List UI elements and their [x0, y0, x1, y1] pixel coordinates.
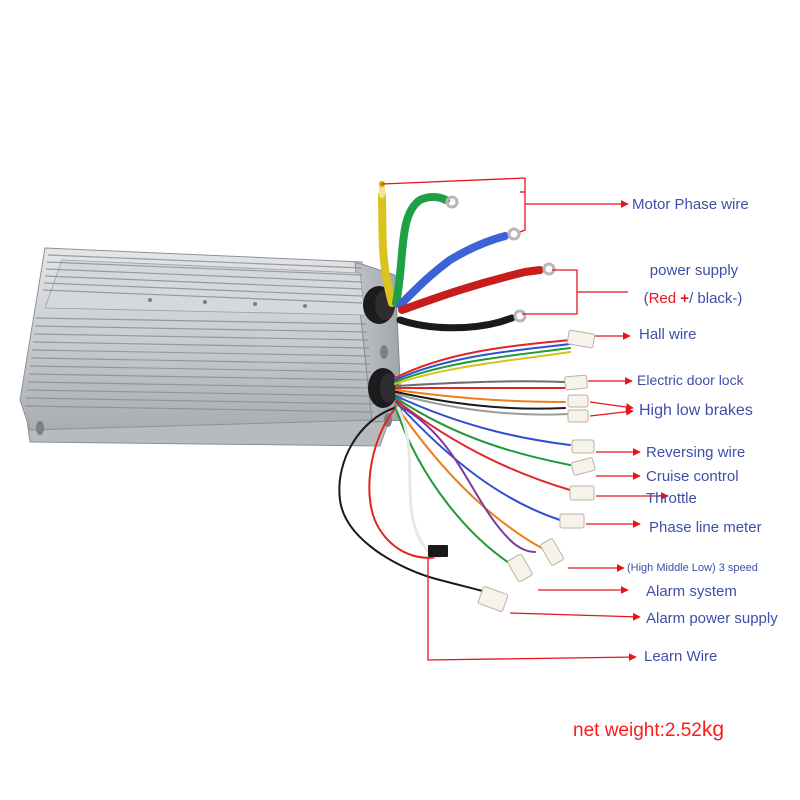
label-hall-wire: Hall wire: [639, 326, 697, 343]
label-high-low-brakes: High low brakes: [639, 402, 753, 419]
label-throttle: Throttle: [646, 490, 697, 507]
controller-body: [19, 247, 403, 447]
power-plus-sign: +: [680, 290, 690, 307]
power-open-paren: (: [643, 290, 649, 307]
net-weight: net weight:2.52kg: [573, 718, 724, 742]
label-electric-door-lock: Electric door lock: [637, 372, 744, 388]
label-phase-line-meter: Phase line meter: [649, 519, 762, 536]
connectors: [477, 329, 596, 612]
power-red-text: Red: [648, 290, 677, 307]
label-motor-phase-wire: Motor Phase wire: [632, 196, 749, 213]
label-three-speed: (High Middle Low) 3 speed: [627, 562, 758, 574]
power-black-text: / black-): [689, 290, 743, 307]
net-weight-text: net weight:2.52: [573, 720, 702, 741]
callout-lines: [381, 177, 669, 662]
motor-phase-wires: [378, 181, 556, 332]
label-alarm-power-supply: Alarm power supply: [646, 610, 778, 627]
label-cruise-control: Cruise control: [646, 468, 739, 485]
label-learn-wire: Learn Wire: [644, 648, 718, 665]
net-weight-unit: kg: [701, 718, 725, 741]
label-reversing-wire: Reversing wire: [646, 444, 746, 461]
label-power-supply: power supply: [649, 262, 739, 279]
label-power-polarity: (Red +/ black-): [644, 290, 743, 307]
learn-wire-plug: [428, 545, 448, 557]
label-alarm-system: Alarm system: [646, 583, 737, 600]
